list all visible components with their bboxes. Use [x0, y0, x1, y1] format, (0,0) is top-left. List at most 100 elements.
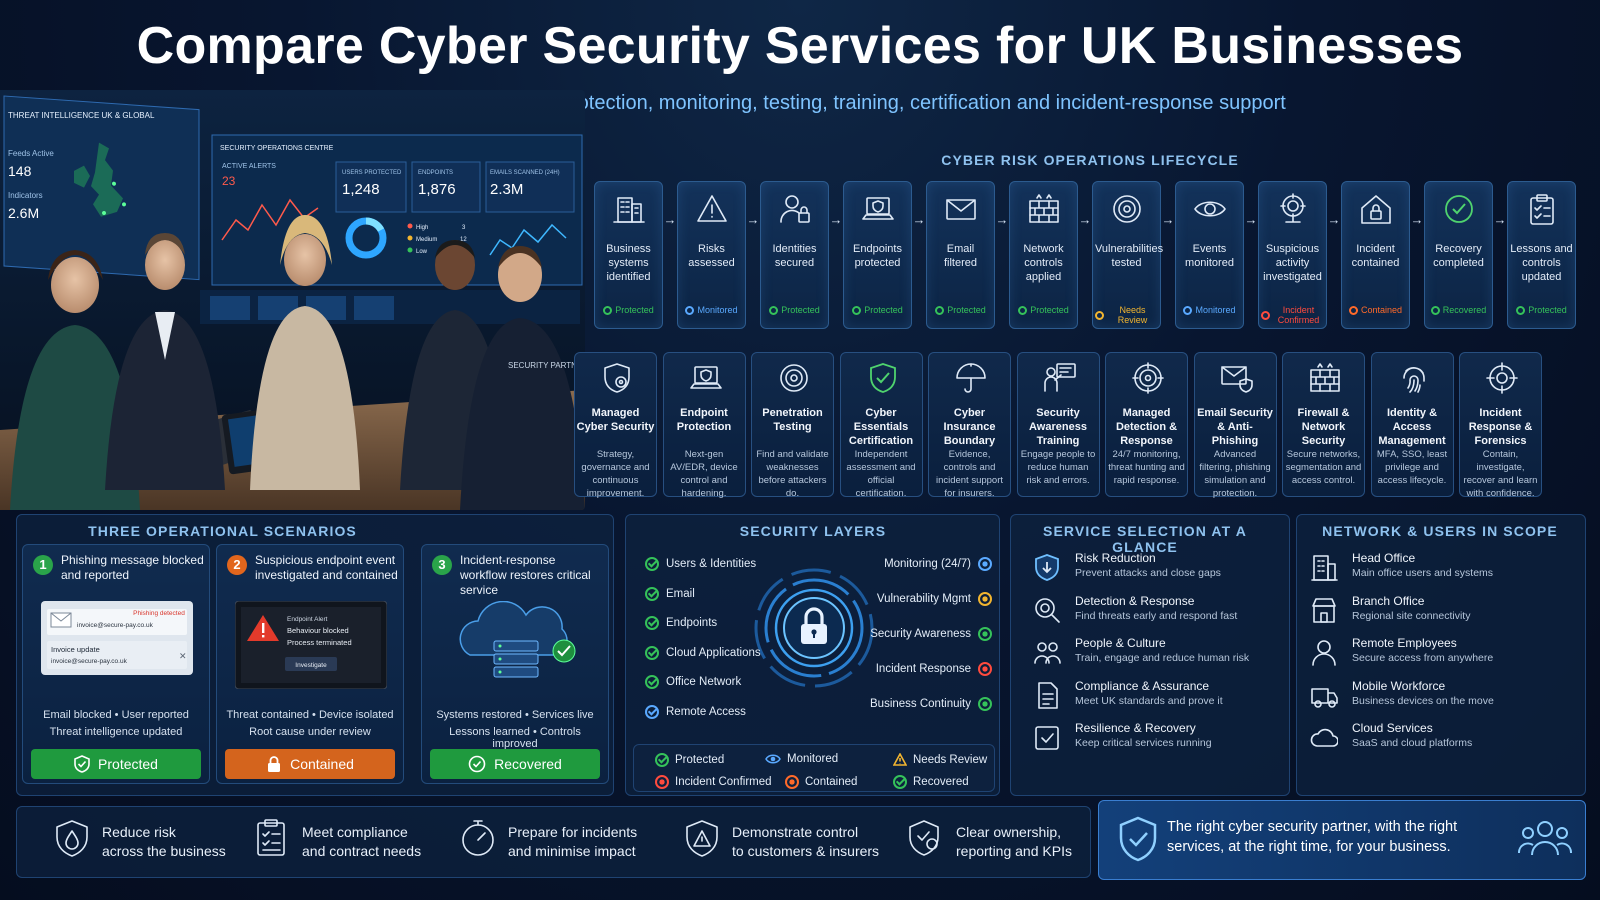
legend-item: Monitored: [765, 753, 838, 765]
arrow-right-icon: →: [1327, 212, 1341, 227]
lifecycle-step[interactable]: Identities secured Protected: [760, 181, 829, 329]
status-badge-recovered: Recovered: [430, 749, 600, 779]
scenario-card-incident[interactable]: 3 Incident-response workflow restores cr…: [421, 544, 609, 784]
security-layer-label: Remote Access: [666, 705, 746, 718]
lifecycle-step[interactable]: Business systems identified Protected: [594, 181, 663, 329]
lifecycle-step[interactable]: Email filtered Protected: [926, 181, 995, 329]
severity-medium: Medium: [416, 237, 437, 243]
service-description: MFA, SSO, least privilege and access lif…: [1376, 449, 1448, 486]
selection-title: Risk Reduction: [1075, 551, 1156, 565]
lifecycle-step[interactable]: Incident contained Contained: [1341, 181, 1410, 329]
severity-medium-count: 12: [460, 237, 467, 243]
network-scope-panel: [1296, 514, 1586, 796]
benefit-text: Reduce risk across the business: [102, 823, 226, 861]
service-selection-item[interactable]: People & Culture Train, engage and reduc…: [1033, 636, 1278, 672]
service-card[interactable]: Cyber Essentials Certification Independe…: [839, 352, 923, 499]
house-lock-icon: [1359, 192, 1393, 226]
benefit-item: Clear ownership, reporting and KPIs: [906, 814, 1106, 864]
service-card[interactable]: Managed Cyber Security Strategy, governa…: [574, 352, 657, 499]
document-icon: [1038, 681, 1058, 709]
soc-title: SECURITY OPERATIONS CENTRE: [220, 145, 334, 152]
service-card[interactable]: Incident Response & Forensics Contain, i…: [1459, 352, 1542, 499]
warning-icon: [695, 192, 729, 226]
soc-meeting-scene: THREAT INTELLIGENCE UK & GLOBAL Feeds Ac…: [0, 90, 585, 510]
arrow-right-icon: →: [746, 212, 760, 227]
lifecycle-step[interactable]: Network controls applied Protected: [1009, 181, 1078, 329]
service-card[interactable]: Penetration Testing Find and validate we…: [751, 352, 834, 499]
service-selection-item[interactable]: Detection & Response Find threats early …: [1033, 594, 1278, 630]
service-selection-item[interactable]: Risk Reduction Prevent attacks and close…: [1033, 551, 1278, 587]
status-dot-icon: [978, 557, 992, 571]
status-dot-icon: [1430, 305, 1440, 315]
lifecycle-status: Protected: [929, 305, 992, 315]
tagline-text: The right cyber security partner, with t…: [1167, 817, 1507, 857]
status-badge-label: Contained: [290, 756, 354, 772]
status-dot-icon: [785, 775, 799, 789]
lifecycle-step-label: Risks assessed: [688, 243, 735, 269]
target-icon: [780, 364, 808, 392]
scenario-card-phishing[interactable]: 1 Phishing message blocked and reported …: [22, 544, 210, 784]
phishing-tag: Phishing detected: [133, 610, 185, 617]
scenario-number: 1: [33, 555, 53, 575]
service-card[interactable]: Email Security & Anti-Phishing Advanced …: [1193, 352, 1277, 499]
umbrella-icon: [956, 363, 986, 393]
laptop-shield-icon: [689, 366, 722, 389]
house-lock-icon: [1361, 195, 1391, 224]
threat-panel-title: THREAT INTELLIGENCE UK & GLOBAL: [8, 111, 155, 120]
checklist-icon: [257, 819, 285, 856]
network-scope-item[interactable]: Cloud Services SaaS and cloud platforms: [1310, 721, 1585, 757]
benefit-text: Meet compliance and contract needs: [302, 823, 421, 861]
service-card[interactable]: Cyber Insurance Boundary Evidence, contr…: [928, 352, 1011, 499]
service-name: Cyber Essentials Certification: [848, 407, 914, 447]
scenario-card-endpoint[interactable]: 2 Suspicious endpoint event investigated…: [216, 544, 404, 784]
benefit-line1: Demonstrate control: [732, 824, 859, 840]
lifecycle-step[interactable]: Suspicious activity investigated Inciden…: [1258, 181, 1327, 329]
status-badge-label: Recovered: [494, 756, 562, 772]
service-card[interactable]: Managed Detection & Response 24/7 monito…: [1105, 352, 1188, 497]
network-scope-item[interactable]: Branch Office Regional site connectivity: [1310, 594, 1585, 630]
network-scope-item[interactable]: Remote Employees Secure access from anyw…: [1310, 636, 1585, 672]
network-scope-item[interactable]: Head Office Main office users and system…: [1310, 551, 1585, 587]
status-dot-icon: [603, 305, 613, 315]
lifecycle-step[interactable]: Vulnerabilities tested Needs Review: [1092, 181, 1163, 329]
lifecycle-step[interactable]: Endpoints protected Protected: [843, 181, 912, 329]
service-card[interactable]: Identity & Access Management MFA, SSO, l…: [1370, 352, 1454, 497]
service-card[interactable]: Firewall & Network Security Secure netwo…: [1282, 352, 1365, 497]
check-icon: [893, 775, 907, 789]
benefit-item: Prepare for incidents and minimise impac…: [458, 814, 658, 864]
severity-high-count: 3: [462, 225, 466, 231]
lifecycle-step[interactable]: Risks assessed Monitored: [677, 181, 746, 329]
service-selection-item[interactable]: Resilience & Recovery Keep critical serv…: [1033, 721, 1278, 757]
scenarios-heading: THREE OPERATIONAL SCENARIOS: [88, 523, 357, 539]
benefit-line2: and contract needs: [302, 843, 422, 859]
endpoint-alert-title: Endpoint Alert: [287, 616, 328, 623]
legend-item: Incident Confirmed: [655, 775, 772, 789]
cloud-server-icon: [440, 601, 592, 689]
service-selection-item[interactable]: Compliance & Assurance Meet UK standards…: [1033, 679, 1278, 715]
network-title: Head Office: [1352, 551, 1416, 565]
eye-icon: [1193, 192, 1227, 226]
lifecycle-step-label: Network controls applied: [1023, 243, 1064, 283]
service-name: Email Security & Anti-Phishing: [1197, 407, 1273, 447]
radar-icon: [1132, 362, 1164, 394]
office-icon: [1311, 555, 1338, 581]
network-scope-item[interactable]: Mobile Workforce Business devices on the…: [1310, 679, 1585, 715]
crosshair-icon: [1486, 362, 1518, 394]
users-label: USERS PROTECTED: [342, 170, 402, 176]
network-description: Secure access from anywhere: [1352, 652, 1494, 664]
service-card[interactable]: Endpoint Protection Next-gen AV/EDR, dev…: [662, 352, 746, 499]
service-description: Independent assessment and official cert…: [846, 449, 916, 499]
network-title: Branch Office: [1352, 593, 1425, 608]
lifecycle-status-label: Incident Confirmed: [1277, 305, 1320, 325]
document-icon: [1033, 681, 1061, 709]
service-name: Managed Detection & Response: [1115, 407, 1178, 447]
service-card[interactable]: Security Awareness Training Engage peopl…: [1016, 352, 1100, 497]
lifecycle-step[interactable]: Lessons and controls updated Protected: [1507, 181, 1576, 329]
lifecycle-step[interactable]: Recovery completed Recovered: [1424, 181, 1493, 329]
lifecycle-status-label: Protected: [615, 305, 654, 315]
service-description: Engage people to reduce human risk and e…: [1020, 449, 1096, 486]
benefit-line2: to customers & insurers: [732, 843, 880, 859]
lifecycle-heading: CYBER RISK OPERATIONS LIFECYCLE: [941, 152, 1239, 168]
lifecycle-step[interactable]: Events monitored Monitored: [1175, 181, 1244, 329]
lifecycle-step-label: Email filtered: [943, 243, 978, 269]
